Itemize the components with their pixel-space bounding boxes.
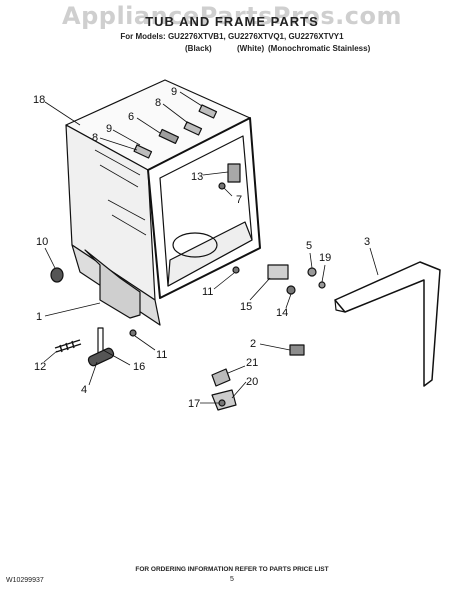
callout-9a: 9 <box>171 86 177 98</box>
leader-18 <box>44 101 81 126</box>
part-5 <box>307 267 317 277</box>
screw-14 <box>286 285 296 295</box>
leader-9b <box>112 129 141 146</box>
callout-10: 10 <box>36 236 48 248</box>
callout-3: 3 <box>364 236 370 248</box>
screw-11a <box>232 266 240 274</box>
color-white: (White) <box>237 44 265 53</box>
bracket-15 <box>267 264 289 280</box>
document-number: W10299937 <box>6 577 44 584</box>
leader-11a <box>213 272 235 290</box>
tub-sump <box>172 232 218 258</box>
clip-2 <box>289 344 305 356</box>
screw-17 <box>218 399 226 407</box>
callout-11a: 11 <box>202 286 213 298</box>
ordering-footer: FOR ORDERING INFORMATION REFER TO PARTS … <box>135 566 329 573</box>
hinge-bracket-8b <box>133 144 153 159</box>
callout-13: 13 <box>191 171 203 183</box>
callout-20: 20 <box>246 376 258 388</box>
door-gasket-3 <box>334 261 441 387</box>
callout-19: 19 <box>319 252 331 264</box>
leader-20 <box>231 381 247 399</box>
part-21 <box>211 368 231 387</box>
callout-8a: 8 <box>155 97 161 109</box>
leader-13 <box>202 171 229 176</box>
callout-15: 15 <box>240 301 252 313</box>
color-black: (Black) <box>185 44 212 53</box>
leader-16 <box>102 349 131 366</box>
leg-10 <box>50 267 64 283</box>
hinge-bracket-8a <box>183 121 203 136</box>
leader-7 <box>223 187 233 197</box>
watermark: AppliancePartsPros.com <box>62 2 402 30</box>
leader-15 <box>249 277 271 301</box>
callout-9b: 9 <box>106 123 112 135</box>
leader-11b <box>134 335 156 351</box>
leader-3 <box>369 247 379 276</box>
callout-4: 4 <box>81 384 87 396</box>
color-stainless: (Monochromatic Stainless) <box>268 44 371 53</box>
callout-14: 14 <box>276 307 288 319</box>
strike-13 <box>227 163 241 183</box>
hinge-bracket-9a <box>198 104 218 119</box>
part-20 <box>211 389 237 411</box>
leader-4 <box>88 361 98 386</box>
base-frame-detail <box>84 249 141 319</box>
callout-21: 21 <box>246 357 258 369</box>
bar-16 <box>97 327 104 355</box>
vent-part-6 <box>158 128 180 145</box>
tub-side-detail <box>94 149 147 236</box>
leader-19 <box>321 264 326 283</box>
leader-10 <box>44 247 56 269</box>
callout-5: 5 <box>306 240 312 252</box>
callout-1: 1 <box>36 311 42 323</box>
part-19 <box>318 281 326 289</box>
leader-9a <box>179 91 203 107</box>
screw-11b <box>129 329 137 337</box>
leader-2 <box>259 343 291 351</box>
callout-16: 16 <box>133 361 145 373</box>
callout-7: 7 <box>236 194 242 206</box>
page-title: TUB AND FRAME PARTS <box>145 14 319 29</box>
page-number: 5 <box>230 576 234 583</box>
callout-11b: 11 <box>156 349 167 361</box>
leader-8a <box>162 103 189 124</box>
leader-21 <box>227 365 246 374</box>
callout-6: 6 <box>128 111 134 123</box>
door-gasket-3-edge <box>334 299 346 313</box>
leader-8b <box>99 137 138 151</box>
model-list: For Models: GU2276XTVB1, GU2276XTVQ1, GU… <box>120 32 344 41</box>
leader-5 <box>309 252 313 269</box>
callout-18: 18 <box>33 94 45 106</box>
leader-1 <box>44 302 101 317</box>
callout-8b: 8 <box>92 132 98 144</box>
leader-6 <box>136 117 161 134</box>
leader-12 <box>43 350 58 363</box>
spring-12 <box>54 339 82 353</box>
callout-17: 17 <box>188 398 200 410</box>
leader-14 <box>285 293 292 309</box>
callout-2: 2 <box>250 338 256 350</box>
screw-7 <box>218 182 226 190</box>
callout-12: 12 <box>34 361 46 373</box>
